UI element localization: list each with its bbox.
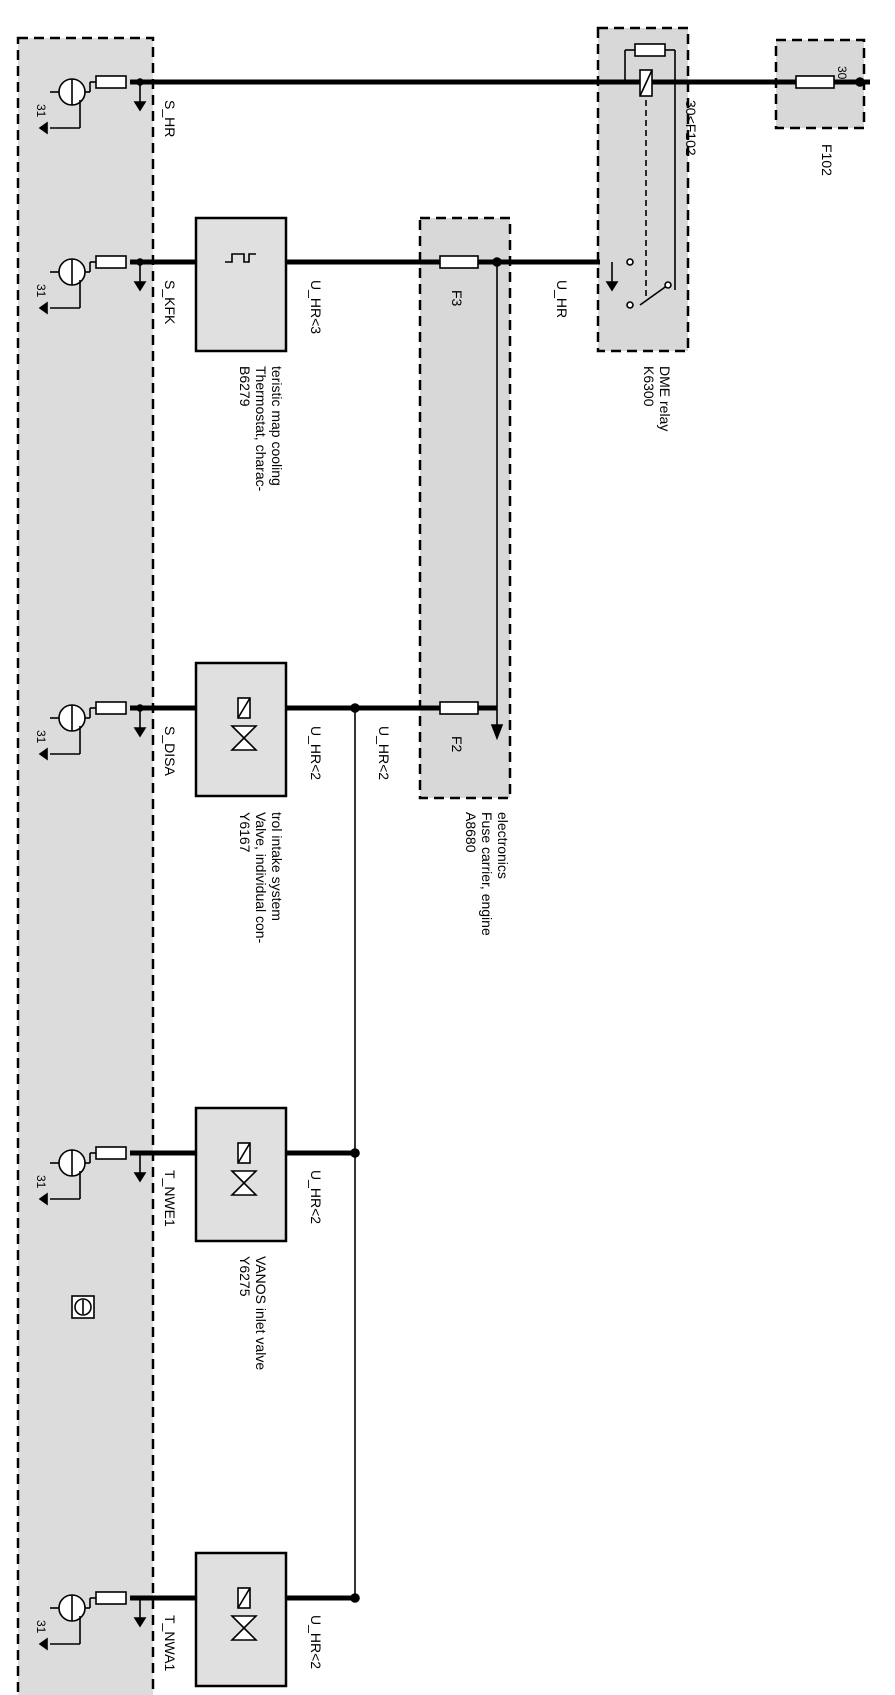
- ground-label: 31: [34, 284, 48, 298]
- fuse-f3-label: F3: [449, 290, 465, 307]
- b6279-id: B6279: [237, 366, 253, 407]
- valve-symbol: [230, 697, 258, 751]
- fuse-f3-symbol: [439, 255, 479, 269]
- ground-label: 31: [34, 1175, 48, 1189]
- ground-label: 31: [34, 730, 48, 744]
- ecu-pin-s-kfk: [38, 255, 147, 315]
- node-dot: [492, 257, 502, 267]
- fuse-f2-label: F2: [449, 736, 465, 753]
- ground-label: 31: [34, 104, 48, 118]
- f102-fuse-symbol: [795, 75, 865, 89]
- ecu-pin-s-hr: [38, 75, 147, 135]
- signal-label-t-nwa1: T_NWA1: [162, 1615, 178, 1671]
- wire-label-u-hr-2: U_HR<2: [308, 1170, 324, 1224]
- signal-label-s-hr: S_HR: [162, 100, 178, 137]
- f102-terminal: 30: [835, 66, 849, 80]
- node-dot: [350, 1593, 360, 1603]
- signal-label-t-nwe1: T_NWE1: [162, 1170, 178, 1227]
- b6279-desc-line2: teristic map cooling: [269, 366, 285, 486]
- b6279-desc-line1: Thermostat, charac-: [253, 366, 269, 492]
- wire-label-u-hr-2: U_HR<2: [308, 726, 324, 780]
- signal-label-s-disa: S_DISA: [162, 726, 178, 776]
- wire-label-u-hr-2: U_HR<2: [376, 726, 392, 780]
- fuse-f2-symbol: [439, 701, 479, 715]
- a8680-desc-line1: Fuse carrier, engine: [479, 812, 495, 936]
- dme-ecu-icon: [71, 1295, 95, 1319]
- ground-label: 31: [34, 1620, 48, 1634]
- y6167-desc-line2: trol intake system: [269, 812, 285, 921]
- valve-symbol: [230, 1587, 258, 1641]
- ecu-box: [16, 36, 155, 1695]
- y6167-desc-line1: Valve, individual con-: [253, 812, 269, 944]
- fuse-bus-arrow: [490, 724, 504, 741]
- k6300-id: K6300: [641, 366, 657, 407]
- wire-label-u-hr: U_HR: [554, 280, 570, 318]
- y6275-id: Y6275: [237, 1256, 253, 1297]
- f102-id: F102: [819, 144, 835, 176]
- ecu-pin-t-nwa1: [38, 1591, 147, 1651]
- k6300-desc: DME relay: [657, 366, 673, 431]
- y6275-desc: VANOS inlet valve: [253, 1256, 269, 1370]
- valve-symbol: [230, 1142, 258, 1196]
- node-dot: [350, 1148, 360, 1158]
- ecu-pin-t-nwe1: [38, 1146, 147, 1206]
- y6167-id: Y6167: [237, 812, 253, 853]
- ecu-pin-s-disa: [38, 701, 147, 761]
- thermostat-symbol: [225, 253, 256, 263]
- wire-label-30-f102: 30<F102: [683, 100, 699, 156]
- node-dot: [350, 703, 360, 713]
- b6279-box: [194, 216, 288, 353]
- a8680-id: A8680: [463, 812, 479, 853]
- a8680-desc-line2: electronics: [495, 812, 511, 879]
- wire-label-u-hr-3: U_HR<3: [308, 280, 324, 334]
- wire-label-u-hr-2: U_HR<2: [308, 1615, 324, 1669]
- relay-symbol: [605, 43, 676, 309]
- signal-label-s-kfk: S_KFK: [162, 280, 178, 325]
